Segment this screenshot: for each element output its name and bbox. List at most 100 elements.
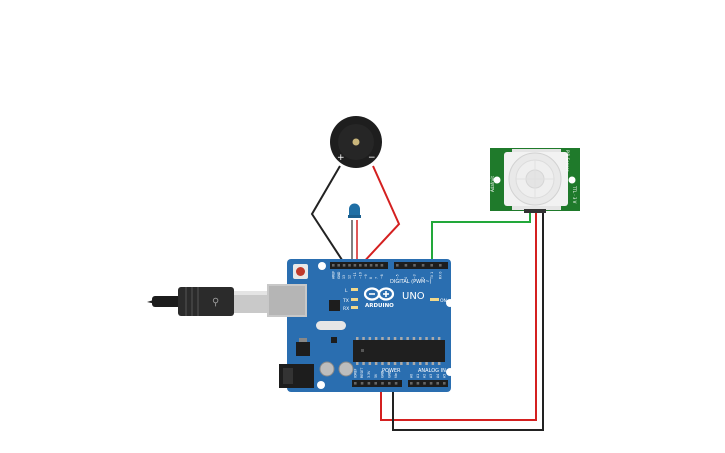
digital-pin-socket[interactable] bbox=[364, 264, 367, 267]
wire-pir-signal[interactable] bbox=[431, 212, 531, 266]
digital-pin-socket[interactable] bbox=[369, 264, 373, 267]
digital-pin-label: ~11 bbox=[353, 272, 357, 279]
analog-pin-label: A5 bbox=[442, 374, 446, 378]
analog-pin-socket[interactable] bbox=[443, 382, 446, 385]
chip-pin bbox=[406, 337, 409, 340]
digital-pin-label: AREF bbox=[331, 271, 335, 279]
digital-pin-socket[interactable] bbox=[404, 264, 408, 267]
chip-pin bbox=[437, 362, 441, 365]
atmega-chip bbox=[353, 337, 445, 365]
pir-dome bbox=[508, 152, 562, 206]
power-label: POWER bbox=[382, 368, 401, 374]
power-pin-socket[interactable] bbox=[388, 382, 391, 385]
chip-pin bbox=[381, 362, 384, 365]
buzzer-plus-label: + bbox=[337, 153, 345, 163]
usb-cable[interactable]: ⚲ bbox=[147, 287, 268, 316]
digital-pin-socket[interactable] bbox=[380, 264, 384, 267]
digital-pin-socket[interactable] bbox=[359, 264, 362, 267]
analog-label: ANALOG IN bbox=[418, 368, 446, 374]
power-pin-label: IOREF bbox=[353, 368, 357, 378]
digital-pin-label: 13 bbox=[342, 275, 346, 279]
label-tx: TX bbox=[342, 298, 349, 304]
digital-pin-socket[interactable] bbox=[353, 264, 357, 267]
crystal-oscillator bbox=[316, 321, 346, 330]
chip-pin bbox=[412, 337, 416, 340]
analog-pin-label: A1 bbox=[416, 374, 420, 378]
digital-label: DIGITAL (PWM~) bbox=[390, 279, 432, 285]
pir-left-text: Adafruit bbox=[490, 176, 495, 192]
wire-pir-ground[interactable] bbox=[392, 212, 544, 431]
digital-pin-socket[interactable] bbox=[337, 264, 340, 267]
chip-pin bbox=[419, 337, 422, 340]
chip-pin bbox=[400, 337, 403, 340]
capacitor-1 bbox=[319, 361, 335, 377]
digital-pin-socket[interactable] bbox=[332, 264, 335, 267]
capacitor-2 bbox=[338, 361, 354, 377]
digital-pin-socket[interactable] bbox=[430, 264, 433, 267]
chip-pin bbox=[387, 362, 390, 365]
power-pin-socket[interactable] bbox=[354, 382, 357, 385]
digital-pin-socket[interactable] bbox=[375, 264, 378, 267]
analog-pin-socket[interactable] bbox=[423, 382, 426, 385]
digital-pin-socket[interactable] bbox=[439, 264, 442, 267]
wire-buzzer-red[interactable] bbox=[359, 165, 401, 267]
chip-pin bbox=[393, 362, 397, 365]
label-l: L bbox=[345, 288, 348, 294]
chip-pin bbox=[431, 362, 435, 365]
digital-pin-label: GND bbox=[337, 271, 341, 279]
analog-pin-label: A0 bbox=[409, 374, 413, 378]
digital-pin-label: RX 0 bbox=[438, 272, 442, 279]
power-pin-label: 5V bbox=[374, 373, 378, 378]
power-pin-socket[interactable] bbox=[360, 382, 364, 385]
digital-pin-label: 7 bbox=[375, 277, 379, 279]
digital-pin-label: ~10 bbox=[358, 272, 362, 279]
chip-pin bbox=[393, 337, 397, 340]
power-pin-label: GND bbox=[387, 370, 391, 378]
power-pin-socket[interactable] bbox=[367, 382, 371, 385]
pir-right-text-2: TTL · 3 V bbox=[572, 185, 577, 204]
power-pin-label: GND bbox=[381, 370, 385, 378]
blue-led[interactable] bbox=[348, 203, 361, 218]
pir-right-text-1: PIR Sensor bbox=[565, 150, 570, 172]
reset-button[interactable] bbox=[293, 264, 308, 279]
svg-text:⚲: ⚲ bbox=[212, 297, 219, 308]
board-logo-text: ARDUINO bbox=[365, 303, 394, 309]
analog-pin-socket[interactable] bbox=[416, 382, 420, 385]
digital-pin-socket[interactable] bbox=[348, 264, 351, 267]
label-on: ON bbox=[440, 298, 447, 304]
chip-pin bbox=[425, 337, 428, 340]
digital-pin-socket[interactable] bbox=[342, 264, 346, 267]
digital-pin-socket[interactable] bbox=[421, 264, 425, 267]
chip-pin bbox=[431, 337, 435, 340]
piezo-buzzer[interactable]: + − bbox=[330, 116, 382, 168]
buzzer-minus-label: − bbox=[368, 153, 376, 163]
digital-pin-socket[interactable] bbox=[413, 264, 416, 267]
board-model-text: UNO bbox=[402, 291, 425, 302]
power-pin-label: Vin bbox=[394, 373, 398, 378]
analog-pin-socket[interactable] bbox=[410, 382, 413, 385]
chip-pin bbox=[368, 337, 372, 340]
arduino-logo bbox=[363, 287, 395, 301]
chip-pin bbox=[406, 362, 409, 365]
digital-pin-socket[interactable] bbox=[396, 264, 399, 267]
power-pin-socket[interactable] bbox=[394, 382, 398, 385]
wire-buzzer-black[interactable] bbox=[310, 165, 347, 267]
analog-pin-socket[interactable] bbox=[429, 382, 433, 385]
analog-pin-label: A2 bbox=[423, 374, 427, 378]
analog-pin-socket[interactable] bbox=[436, 382, 439, 385]
power-pin-socket[interactable] bbox=[381, 382, 384, 385]
chip-pin bbox=[381, 337, 384, 340]
chip-pin bbox=[425, 362, 428, 365]
digital-pin-label: 4 bbox=[404, 277, 408, 279]
power-pin-socket[interactable] bbox=[374, 382, 377, 385]
label-rx: RX bbox=[343, 306, 349, 312]
chip-pin bbox=[356, 362, 359, 365]
dc-barrel-jack bbox=[279, 364, 314, 388]
pir-motion-sensor[interactable]: Adafruit PIR Sensor TTL · 3 V bbox=[490, 148, 580, 213]
wire-pir-power[interactable] bbox=[380, 212, 537, 421]
